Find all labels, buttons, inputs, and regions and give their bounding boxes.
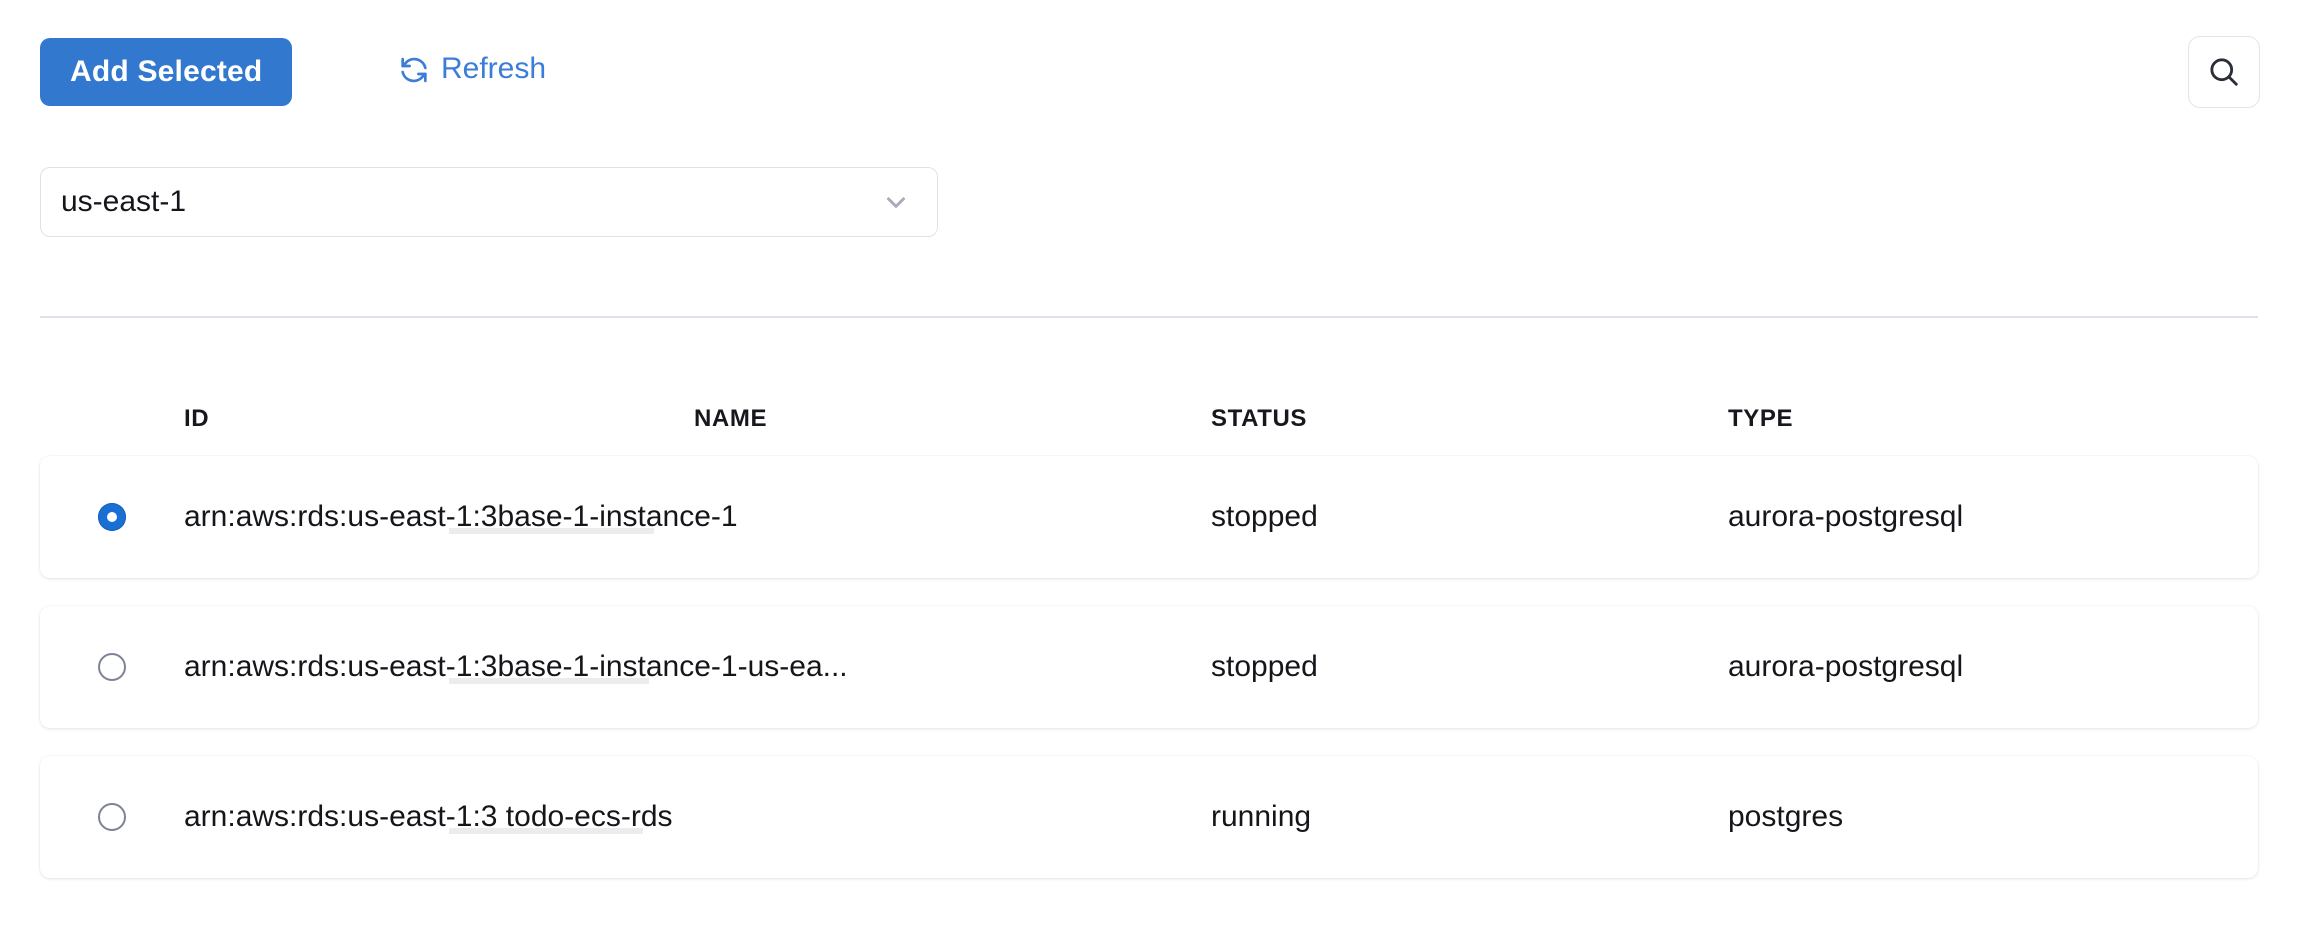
refresh-label: Refresh <box>441 52 547 85</box>
row-id-suffix: base-1-instance-1-us-ea... <box>497 650 848 683</box>
region-select-value: us-east-1 <box>61 185 187 218</box>
row-select-cell[interactable] <box>40 653 184 681</box>
table-body: arn:aws:rds:us-east-1:3base-1-instance-1… <box>0 456 2298 878</box>
table-row[interactable]: arn:aws:rds:us-east-1:3base-1-instance-1… <box>40 456 2258 578</box>
table-header-type: TYPE <box>1728 405 1794 432</box>
row-id-cell: arn:aws:rds:us-east-1:3 todo-ecs-rds <box>184 800 1211 834</box>
region-select[interactable]: us-east-1 <box>40 167 938 237</box>
table-row[interactable]: arn:aws:rds:us-east-1:3base-1-instance-1… <box>40 606 2258 728</box>
row-id-suffix: todo-ecs-rds <box>497 800 673 833</box>
row-id-prefix: arn:aws:rds:us-east-1:3 <box>184 650 498 683</box>
table-header-id: ID <box>184 405 210 432</box>
radio-button-selected[interactable] <box>98 503 126 531</box>
table-row[interactable]: arn:aws:rds:us-east-1:3 todo-ecs-rds run… <box>40 756 2258 878</box>
row-id-cell: arn:aws:rds:us-east-1:3base-1-instance-1… <box>184 650 1211 684</box>
row-select-cell[interactable] <box>40 503 184 531</box>
radio-button[interactable] <box>98 803 126 831</box>
table-header-name: NAME <box>694 405 768 432</box>
row-status-cell: running <box>1211 800 1312 833</box>
row-id-prefix: arn:aws:rds:us-east-1:3 <box>184 500 498 533</box>
row-type-cell: aurora-postgresql <box>1728 650 1964 683</box>
refresh-icon <box>398 52 430 86</box>
instances-table: ID NAME STATUS TYPE arn:aws:rds:us-east-… <box>0 390 2298 906</box>
refresh-button[interactable]: Refresh <box>398 52 546 86</box>
search-icon <box>2206 54 2242 90</box>
table-header-status: STATUS <box>1211 405 1308 432</box>
toolbar: Add Selected Refresh <box>0 0 2298 120</box>
row-type-cell: aurora-postgresql <box>1728 500 1964 533</box>
row-type-cell: postgres <box>1728 800 1844 833</box>
section-divider <box>40 316 2258 318</box>
row-id-suffix: base-1-instance-1 <box>497 500 738 533</box>
row-id-prefix: arn:aws:rds:us-east-1:3 <box>184 800 498 833</box>
search-button[interactable] <box>2188 36 2260 108</box>
row-status-cell: stopped <box>1211 650 1318 683</box>
radio-button[interactable] <box>98 653 126 681</box>
row-select-cell[interactable] <box>40 803 184 831</box>
add-selected-button[interactable]: Add Selected <box>40 38 293 106</box>
row-id-cell: arn:aws:rds:us-east-1:3base-1-instance-1 <box>184 500 1211 534</box>
chevron-down-icon <box>881 187 937 217</box>
table-header-row: ID NAME STATUS TYPE <box>0 390 2298 448</box>
row-status-cell: stopped <box>1211 500 1318 533</box>
